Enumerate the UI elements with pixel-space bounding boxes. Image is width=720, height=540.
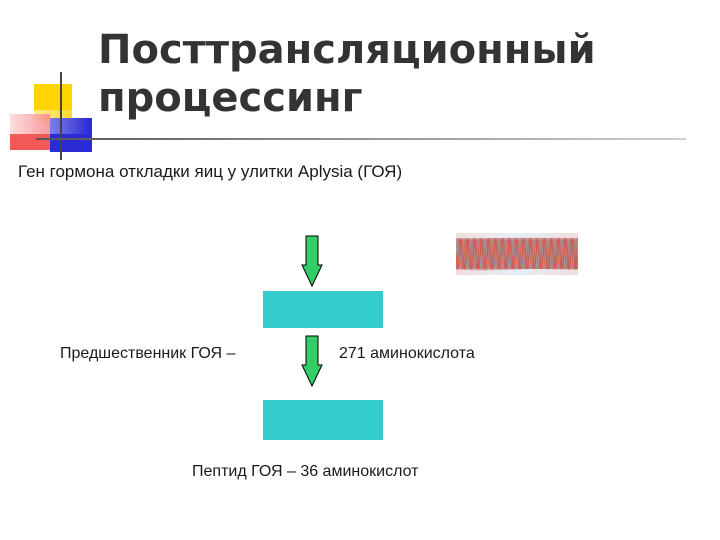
peptide-label: Пептид ГОЯ – 36 аминокислот bbox=[192, 463, 419, 480]
dna-wave bbox=[456, 237, 578, 272]
title-divider bbox=[36, 138, 686, 140]
dna-wave bbox=[456, 237, 578, 272]
precursor-label: Предшественник ГОЯ – bbox=[60, 345, 236, 362]
slide-subtitle: Ген гормона откладки яиц у улитки Aplysi… bbox=[18, 162, 403, 181]
logo-vertical-line bbox=[60, 72, 62, 160]
slide-title: Посттрансляционный процессинг bbox=[98, 26, 596, 122]
peptide-box bbox=[263, 400, 383, 440]
logo-fade bbox=[10, 110, 90, 134]
title-line-1: Посттрансляционный bbox=[98, 27, 596, 73]
title-line-2: процессинг bbox=[98, 75, 363, 121]
gene-box bbox=[263, 291, 383, 328]
down-arrow-icon bbox=[301, 335, 323, 387]
dna-strand-icon bbox=[456, 233, 578, 275]
precursor-length-label: 271 аминокислота bbox=[339, 345, 475, 362]
down-arrow-icon bbox=[301, 235, 323, 287]
